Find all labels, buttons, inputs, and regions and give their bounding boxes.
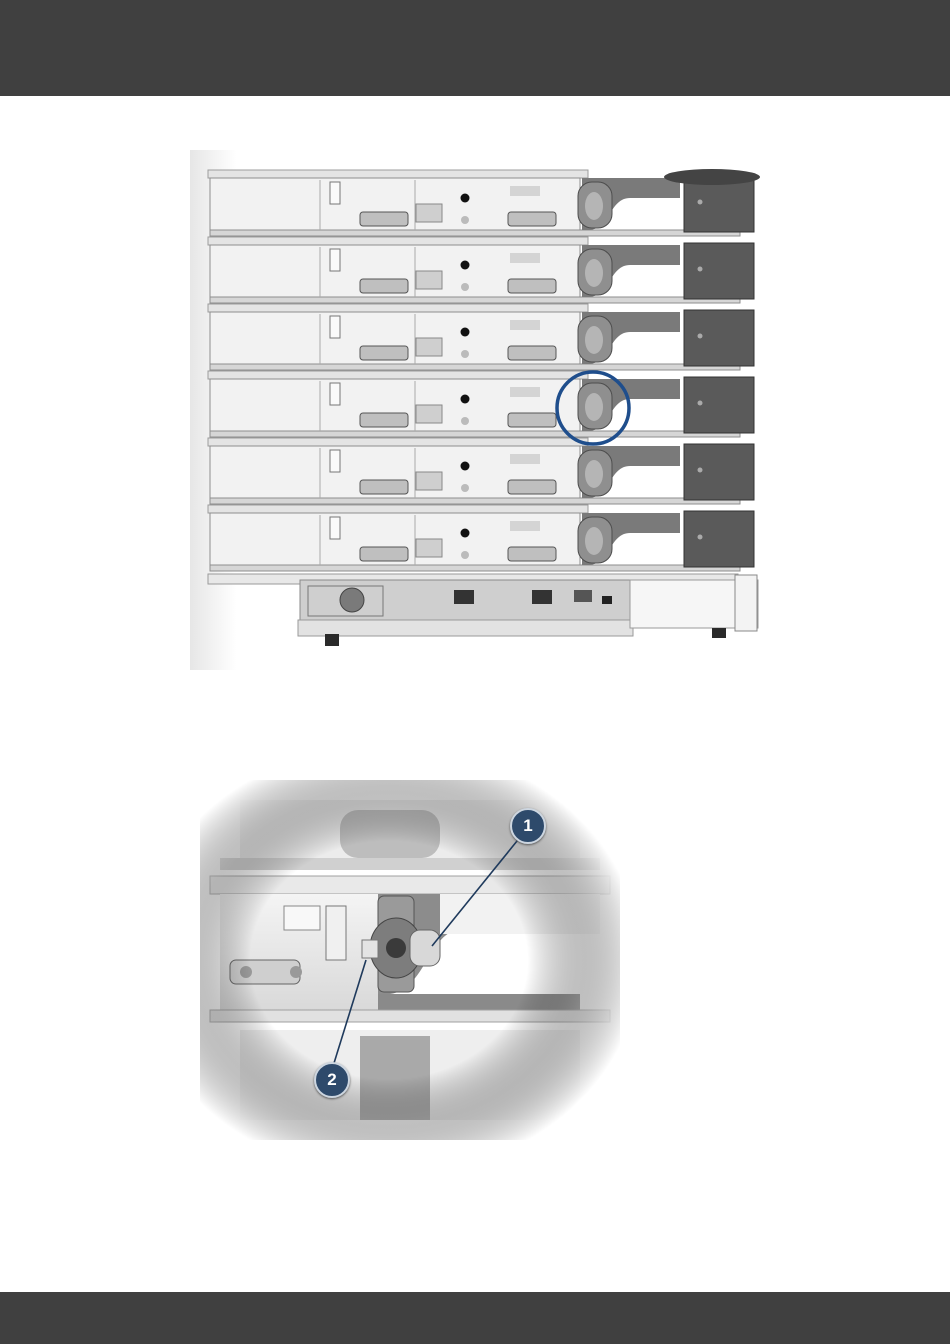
footer-bar — [0, 1292, 950, 1344]
callout-1-badge: 1 — [510, 808, 546, 844]
detail-illustration: 1 2 — [200, 780, 620, 1140]
header-bar — [0, 0, 950, 96]
callout-1-label: 1 — [523, 816, 532, 836]
top-cap — [664, 169, 760, 185]
callout-2-badge: 2 — [314, 1062, 350, 1098]
stacked-modules-illustration — [190, 150, 770, 670]
callout-2-label: 2 — [327, 1070, 336, 1090]
